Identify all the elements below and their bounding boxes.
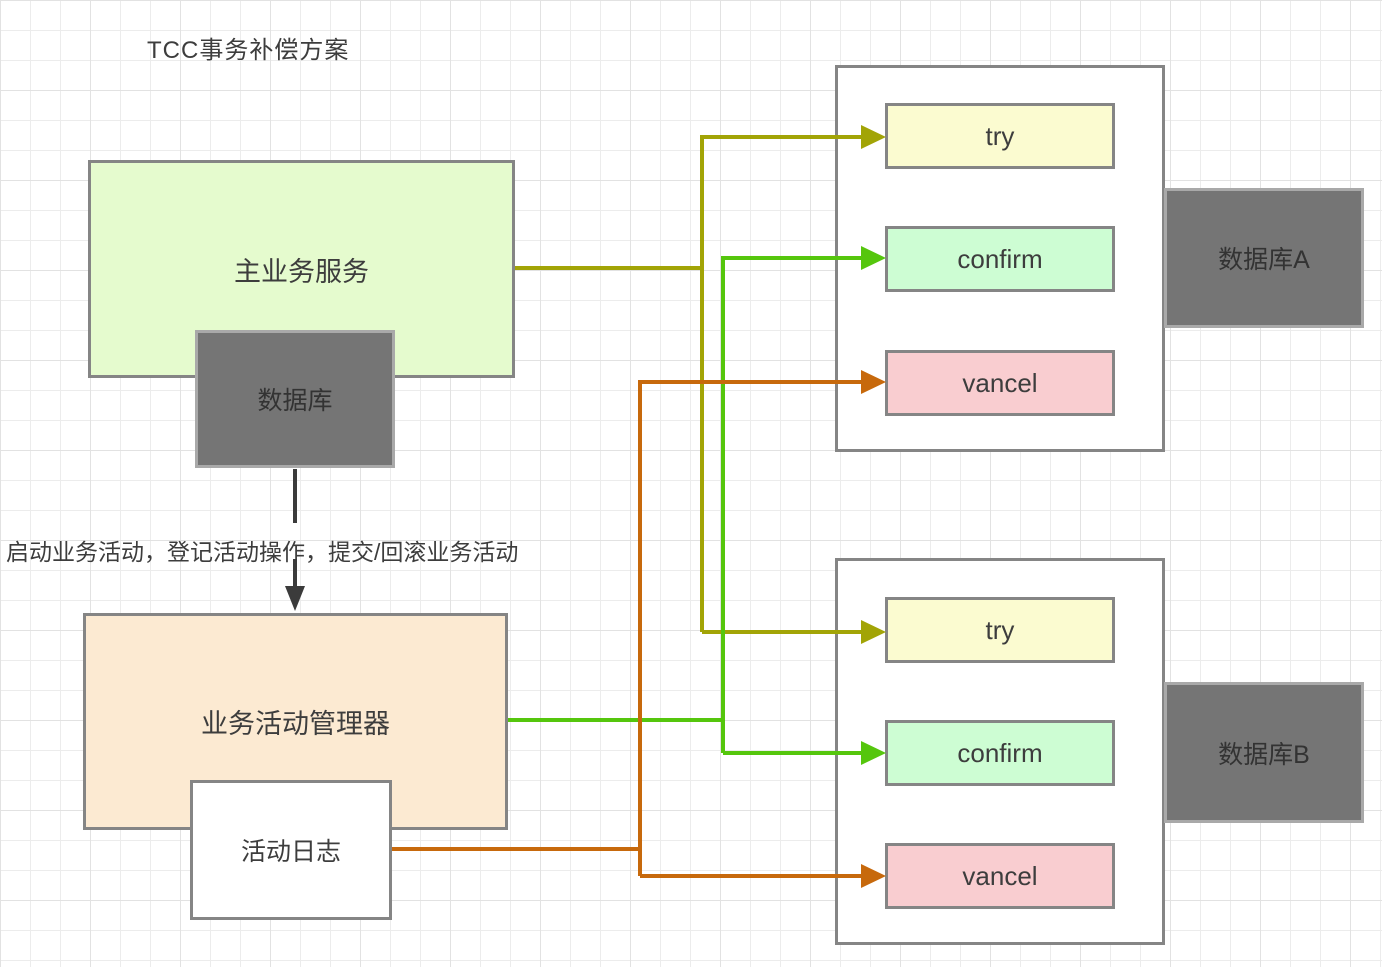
service-b-try-label: try <box>985 614 1015 645</box>
service-b-confirm-box: confirm <box>885 720 1115 786</box>
orange-connector-up-branch <box>638 380 862 876</box>
service-b-cancel-label: vancel <box>962 860 1038 891</box>
node-database-b-label: 数据库B <box>1218 740 1310 769</box>
node-database-a-label: 数据库A <box>1218 246 1310 274</box>
node-main-service-label: 主业务服务 <box>234 256 369 287</box>
service-a-cancel-label: vancel <box>962 367 1038 398</box>
service-b-try-box: try <box>885 597 1115 663</box>
service-a-confirm-box: confirm <box>885 226 1115 292</box>
node-activity-manager-label: 业务活动管理器 <box>201 709 390 739</box>
service-a-try-label: try <box>985 120 1015 151</box>
flow-annotation: 启动业务活动，登记活动操作，提交/回滚业务活动 <box>6 539 519 565</box>
node-main-database: 数据库 <box>195 330 395 468</box>
node-activity-log-label: 活动日志 <box>240 838 341 866</box>
dark-arrowhead-activity-manager <box>285 586 305 611</box>
node-database-b: 数据库B <box>1164 682 1364 823</box>
service-a-try-box: try <box>885 103 1115 169</box>
node-activity-log: 活动日志 <box>190 780 392 920</box>
diagram-title: TCC事务补偿方案 <box>147 37 350 64</box>
service-b-cancel-box: vancel <box>885 843 1115 909</box>
service-a-cancel-box: vancel <box>885 350 1115 416</box>
service-a-confirm-label: confirm <box>957 243 1043 274</box>
node-main-database-label: 数据库 <box>257 387 333 415</box>
node-database-a: 数据库A <box>1164 188 1364 328</box>
service-b-confirm-label: confirm <box>957 737 1043 768</box>
